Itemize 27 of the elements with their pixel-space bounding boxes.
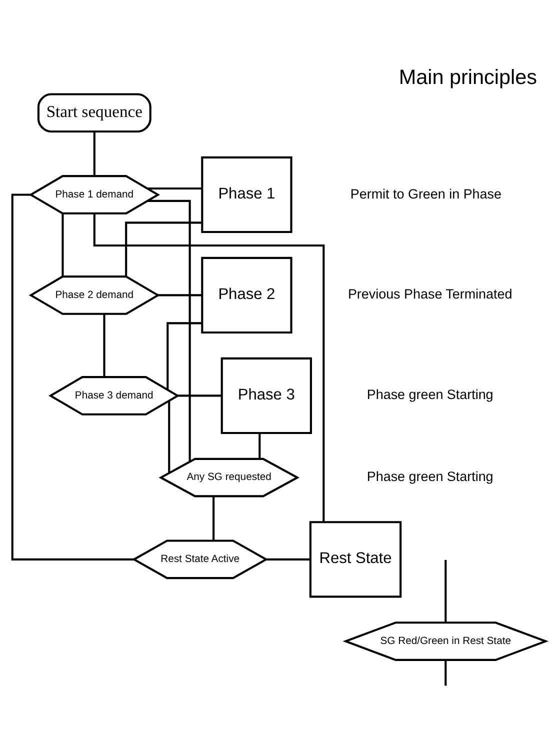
label: Previous Phase Terminated xyxy=(348,286,512,302)
connector xyxy=(166,322,202,390)
label: Phase green Starting xyxy=(366,386,494,402)
diagram-title: Main principles xyxy=(398,65,538,88)
connector xyxy=(147,199,191,461)
connector xyxy=(158,294,202,296)
connector xyxy=(444,660,447,686)
node-box: Rest State xyxy=(309,520,402,598)
connector xyxy=(266,558,310,560)
node-box: Phase 2 xyxy=(201,256,292,334)
connector xyxy=(93,131,96,176)
connector xyxy=(93,213,325,522)
label: Phase green Starting xyxy=(366,468,494,484)
label: Permit to Green in Phase xyxy=(350,186,502,201)
connector xyxy=(178,394,222,396)
connector xyxy=(11,193,134,560)
connector xyxy=(125,221,202,276)
connector xyxy=(148,186,202,190)
connector xyxy=(103,314,106,376)
connector xyxy=(168,400,170,472)
connector xyxy=(444,559,447,622)
node-box: Phase 3 xyxy=(220,356,312,434)
node-box: Phase 1 xyxy=(201,156,292,233)
connector xyxy=(62,213,64,276)
node-box: Start sequence xyxy=(37,92,152,132)
connector xyxy=(258,432,261,458)
connector xyxy=(212,496,215,540)
